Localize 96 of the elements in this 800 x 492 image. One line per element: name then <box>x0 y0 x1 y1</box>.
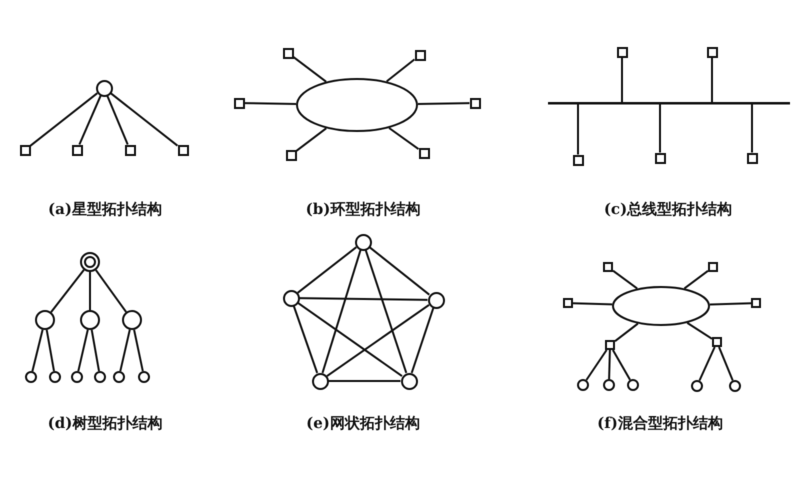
station-square <box>708 262 718 272</box>
station-square <box>418 148 430 158</box>
node-circle <box>25 371 37 383</box>
station-square <box>616 46 628 58</box>
connection-line <box>78 95 102 145</box>
connection-line <box>612 270 638 290</box>
node-circle <box>400 372 418 390</box>
node-circle <box>354 234 372 250</box>
station-square <box>706 46 718 58</box>
connection-line <box>133 330 144 372</box>
node-circle <box>96 80 112 96</box>
station-square <box>20 144 30 156</box>
connection-line <box>292 56 327 82</box>
connection-line <box>710 302 752 306</box>
node-circle <box>282 290 300 306</box>
node-circle <box>428 292 444 308</box>
node-circle <box>49 371 61 383</box>
connection-line <box>718 346 734 381</box>
connection-line <box>292 306 318 374</box>
station-square <box>234 98 244 108</box>
station-square <box>178 144 188 156</box>
node-circle <box>35 310 55 330</box>
node-circle <box>729 380 741 392</box>
connection-line <box>418 102 470 105</box>
caption: (f)混合型拓扑结构 <box>597 414 723 433</box>
station-square <box>605 340 615 350</box>
caption: (e)网状拓扑结构 <box>306 414 420 433</box>
connection-line <box>686 322 713 340</box>
ring-ellipse <box>612 286 710 326</box>
node-circle <box>138 371 150 383</box>
node-circle <box>577 379 589 391</box>
connection-line <box>77 329 89 372</box>
station-square <box>470 98 480 108</box>
connection-line <box>89 272 91 310</box>
connection-line <box>110 92 178 146</box>
station-square <box>712 337 722 347</box>
station-square <box>124 144 136 156</box>
connection-line <box>614 322 638 342</box>
connection-line <box>659 103 661 152</box>
node-circle <box>80 252 100 272</box>
connection-line <box>46 330 55 372</box>
node-circle <box>691 380 703 392</box>
station-square <box>746 152 758 164</box>
caption: (d)树型拓扑结构 <box>48 414 162 433</box>
connection-line <box>364 250 408 374</box>
node-circle <box>94 371 106 383</box>
ring-ellipse <box>296 78 418 132</box>
connection-line <box>30 92 98 146</box>
caption: (c)总线型拓扑结构 <box>604 200 732 219</box>
connection-line <box>31 329 44 372</box>
node-circle <box>113 371 125 383</box>
station-square <box>72 144 82 156</box>
connection-line <box>328 380 400 382</box>
connection-line <box>299 297 428 301</box>
connection-line <box>119 329 131 372</box>
connection-line <box>410 308 434 374</box>
connection-line <box>369 246 430 296</box>
connection-line <box>621 58 623 103</box>
connection-line <box>751 103 753 152</box>
connection-line <box>297 246 357 294</box>
station-square <box>572 154 584 166</box>
caption: (a)星型拓扑结构 <box>48 200 162 219</box>
connection-line <box>577 103 579 154</box>
station-square <box>654 152 666 164</box>
station-square <box>282 48 294 58</box>
connection-line <box>326 304 430 377</box>
connection-line <box>386 58 416 82</box>
station-square <box>414 50 426 60</box>
station-square <box>563 298 573 308</box>
station-square <box>603 262 613 272</box>
connection-line <box>698 346 716 381</box>
node-circle <box>312 372 328 390</box>
connection-line <box>244 102 296 105</box>
bus-line <box>548 102 790 104</box>
connection-line <box>296 128 327 152</box>
node-circle <box>80 310 100 330</box>
connection-line <box>608 350 611 380</box>
connection-line <box>388 127 420 150</box>
connection-line <box>572 302 612 306</box>
connection-line <box>297 302 403 377</box>
connection-line <box>322 250 362 374</box>
connection-line <box>50 269 85 313</box>
connection-line <box>586 349 608 381</box>
station-square <box>751 298 761 308</box>
connection-line <box>684 270 709 290</box>
station-square <box>286 150 296 160</box>
connection-line <box>90 330 100 372</box>
node-circle <box>71 371 83 383</box>
connection-line <box>106 95 129 145</box>
caption: (b)环型拓扑结构 <box>306 200 420 219</box>
connection-line <box>711 58 713 103</box>
node-circle <box>122 310 142 330</box>
connection-line <box>612 350 631 380</box>
node-circle <box>603 379 615 391</box>
node-circle <box>627 379 639 391</box>
connection-line <box>95 270 127 312</box>
